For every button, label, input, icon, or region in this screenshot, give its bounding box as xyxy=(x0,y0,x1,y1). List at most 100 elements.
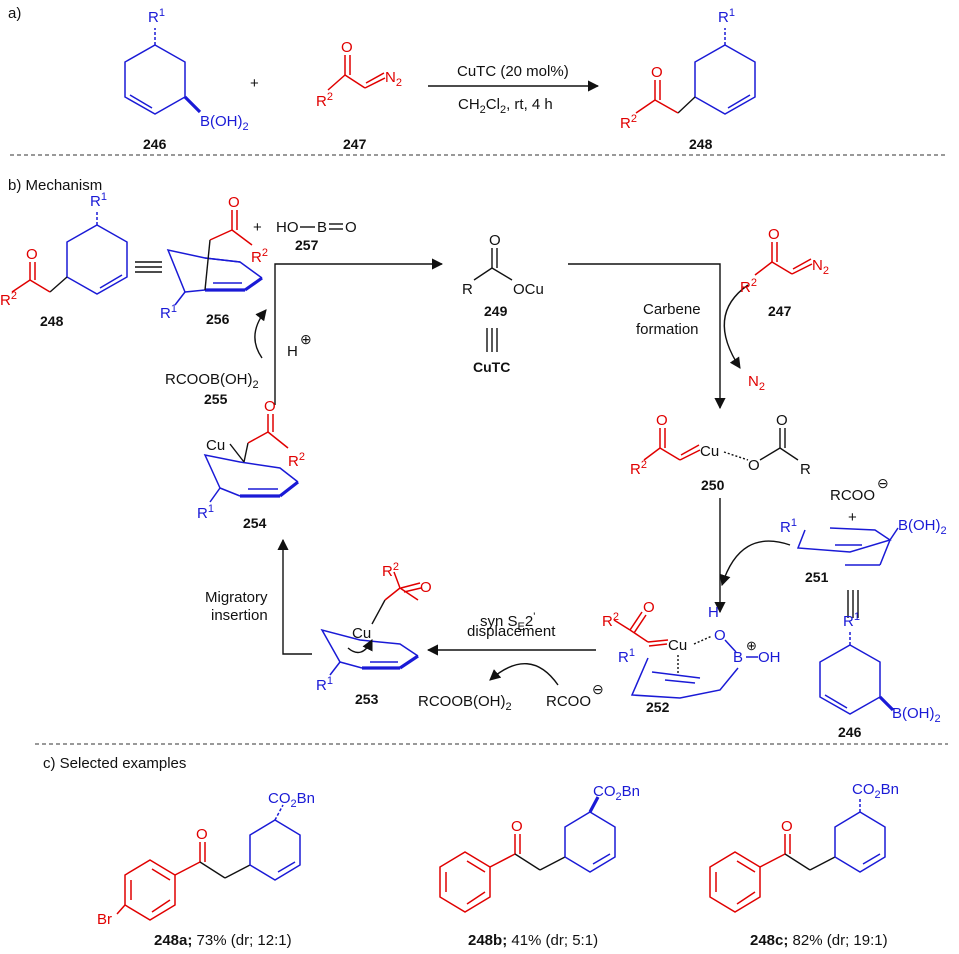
compound-253-structure: Cu R2 O R1 xyxy=(316,561,432,694)
svg-text:⊕: ⊕ xyxy=(746,638,757,653)
svg-text:O: O xyxy=(345,219,357,236)
compound-251-label: 251 xyxy=(805,569,829,585)
svg-text:R1: R1 xyxy=(718,7,735,26)
rcoo-out-arrow xyxy=(489,663,559,686)
conditions-solvent: CH2Cl2, rt, 4 h xyxy=(458,96,553,116)
cycle-arrow-top xyxy=(274,258,444,405)
svg-text:R1: R1 xyxy=(160,303,177,322)
compound-255-label: 255 xyxy=(204,391,228,407)
svg-text:O: O xyxy=(748,457,760,474)
cycle-arrow-migratory xyxy=(277,538,312,655)
svg-text:O: O xyxy=(768,226,780,243)
migratory-label-2: insertion xyxy=(211,607,268,624)
svg-text:Cu: Cu xyxy=(352,625,371,642)
carbene-label-1: Carbene xyxy=(643,301,701,318)
equivalence-sign-3 xyxy=(847,590,859,618)
svg-text:R1: R1 xyxy=(90,191,107,210)
plus-sign-a: + xyxy=(250,75,259,92)
compound-247-mech-label: 247 xyxy=(768,303,792,319)
svg-text:HO: HO xyxy=(276,219,299,236)
section-c-label: c) Selected examples xyxy=(43,755,186,772)
svg-text:CO2Bn: CO2Bn xyxy=(593,783,640,803)
proton-label: H xyxy=(287,343,298,360)
compound-247-mech-structure: O R2 N2 xyxy=(740,226,829,296)
svg-text:O: O xyxy=(781,818,793,835)
example-248c-structure: O CO2Bn xyxy=(709,781,899,913)
compound-257-structure: HO B O xyxy=(276,219,357,236)
svg-text:N2: N2 xyxy=(812,257,829,277)
rcoob-out-text: RCOOB(OH)2 xyxy=(418,693,512,713)
svg-text:Br: Br xyxy=(97,911,112,928)
plus-sign-c: + xyxy=(848,509,857,526)
migratory-label-1: Migratory xyxy=(205,589,268,606)
example-248c-label: 248c; 82% (dr; 19:1) xyxy=(750,932,888,949)
svg-text:R2: R2 xyxy=(382,561,399,580)
allyl-boron-in-arrow xyxy=(719,540,791,587)
compound-248-label: 248 xyxy=(689,136,713,152)
section-a-label: a) xyxy=(8,5,21,22)
plus-sign-b: + xyxy=(253,219,262,236)
svg-text:O: O xyxy=(420,579,432,596)
compound-246-mech-label: 246 xyxy=(838,724,862,740)
svg-text:O: O xyxy=(714,627,726,644)
svg-text:R: R xyxy=(462,281,473,298)
svg-text:B: B xyxy=(733,649,743,666)
svg-text:Cu: Cu xyxy=(668,637,687,654)
svg-text:N2: N2 xyxy=(385,69,402,89)
svg-text:R1: R1 xyxy=(843,611,860,630)
svg-text:Cu: Cu xyxy=(700,443,719,460)
svg-text:O: O xyxy=(341,39,353,56)
proton-arrow xyxy=(254,309,267,359)
rcoo-anion-bottom: RCOO xyxy=(546,693,591,710)
svg-text:CO2Bn: CO2Bn xyxy=(852,781,899,801)
svg-text:R2: R2 xyxy=(740,277,757,296)
compound-249-structure: O R OCu xyxy=(462,232,544,298)
compound-250-structure: O R2 Cu O O R xyxy=(630,412,811,478)
conditions-catalyst: CuTC (20 mol%) xyxy=(457,63,569,80)
svg-text:B: B xyxy=(317,219,327,236)
svg-text:R2: R2 xyxy=(288,451,305,470)
compound-246-structure: R1 B(OH)2 xyxy=(124,7,249,133)
rcoob-255-text: RCOOB(OH)2 xyxy=(165,371,259,391)
compound-251-structure: R1 B(OH)2 xyxy=(780,517,947,566)
section-b-label: b) Mechanism xyxy=(8,177,102,194)
compound-247-structure: O R2 N2 xyxy=(316,39,402,110)
svg-text:O: O xyxy=(656,412,668,429)
svg-text:OH: OH xyxy=(758,649,781,666)
n2-released: N2 xyxy=(748,373,765,393)
compound-254-label: 254 xyxy=(243,515,267,531)
svg-text:R1: R1 xyxy=(780,517,797,536)
compound-256-label: 256 xyxy=(206,311,230,327)
example-248b-label: 248b; 41% (dr; 5:1) xyxy=(468,932,598,949)
example-248b-structure: O CO2Bn xyxy=(439,783,640,913)
proton-charge: ⊕ xyxy=(300,331,312,347)
svg-text:R2: R2 xyxy=(251,247,268,266)
compound-248-mech-structure: R1 O R2 xyxy=(0,191,128,309)
compound-247-label: 247 xyxy=(343,136,367,152)
cycle-arrow-carbene xyxy=(568,263,726,410)
displacement-label: displacement xyxy=(467,623,556,640)
compound-257-label: 257 xyxy=(295,237,319,253)
carbene-label-2: formation xyxy=(636,321,699,338)
svg-text:O: O xyxy=(776,412,788,429)
svg-text:R1: R1 xyxy=(148,7,165,26)
compound-248-structure: R1 O R2 xyxy=(620,7,756,132)
compound-246-mech-structure: R1 B(OH)2 xyxy=(819,611,941,725)
svg-text:R1: R1 xyxy=(618,647,635,666)
compound-248-mech-label: 248 xyxy=(40,313,64,329)
svg-text:Cu: Cu xyxy=(206,437,225,454)
svg-text:O: O xyxy=(651,64,663,81)
svg-text:R2: R2 xyxy=(602,611,619,630)
svg-text:O: O xyxy=(643,599,655,616)
svg-text:O: O xyxy=(264,398,276,415)
svg-text:O: O xyxy=(489,232,501,249)
syn-se2-label: syn SE2' xyxy=(480,611,535,633)
svg-text:R1: R1 xyxy=(316,675,333,694)
svg-text:O: O xyxy=(196,826,208,843)
svg-text:O: O xyxy=(511,818,523,835)
rcoo-anion-top-charge: ⊖ xyxy=(877,475,889,491)
example-248a-label: 248a; 73% (dr; 12:1) xyxy=(154,932,292,949)
rcoo-anion-bottom-charge: ⊖ xyxy=(592,681,604,697)
compound-253-label: 253 xyxy=(355,691,379,707)
